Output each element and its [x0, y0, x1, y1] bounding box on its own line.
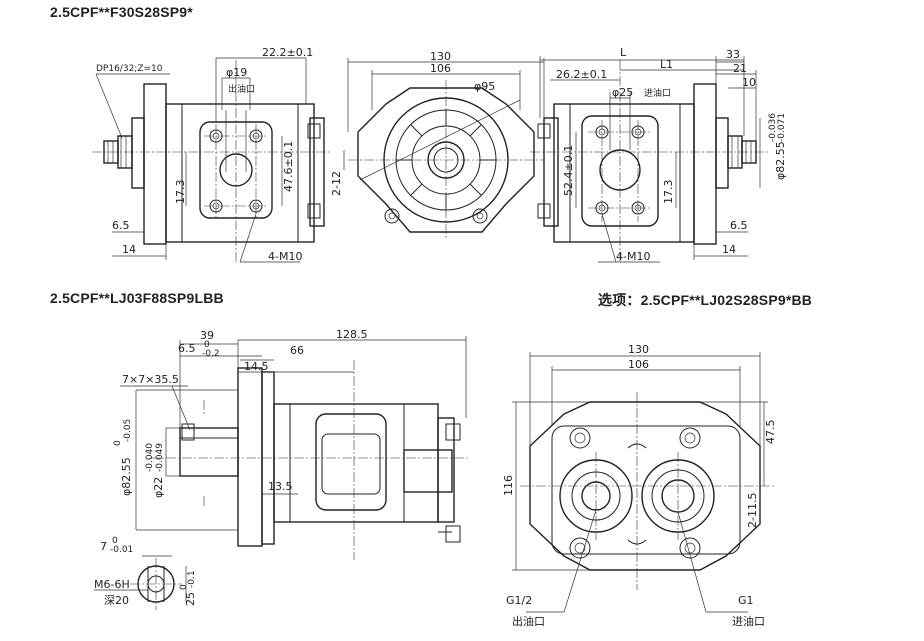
thread-label: M6-6H: [94, 578, 130, 591]
dim-47-5: 47.5: [764, 420, 777, 445]
dim-14-5: 14.5: [244, 360, 269, 373]
dim-14-right: 14: [722, 243, 736, 256]
dim-6-5-left: 6.5: [112, 219, 130, 232]
tol-bl-e: 0: [112, 536, 118, 546]
dim-47-6: 47.6±0.1: [282, 141, 295, 192]
tol-bl-b: -0.05: [123, 419, 133, 442]
outlet-label-top: 出油口: [228, 83, 255, 95]
dim-21: 21: [733, 62, 747, 75]
dim-7: 7: [100, 540, 107, 553]
dim-phi19: φ19: [226, 66, 247, 79]
key-label: 7×7×35.5: [122, 373, 179, 386]
bolts-left: 4-M10: [268, 250, 302, 263]
tol-bl-c: -0.040: [145, 443, 155, 472]
title-bottom-left: 2.5CPF**LJ03F88SP9LBB: [50, 290, 224, 306]
tol-bl-a: 0: [113, 440, 123, 446]
dim-22-2: 22.2±0.1: [262, 46, 313, 59]
dim-13-5: 13.5: [268, 480, 293, 493]
spline-label: DP16/32;Z=10: [96, 64, 163, 74]
dim-130-top: 130: [430, 50, 451, 63]
mounting-flange: [143, 83, 167, 245]
title-top: 2.5CPF**F30S28SP9*: [50, 4, 193, 20]
tol-bl-0: 0: [204, 340, 210, 350]
depth-label: 深20: [104, 594, 129, 607]
body-bl: [273, 403, 439, 523]
dim-39: 39: [200, 329, 214, 342]
dim-116: 116: [502, 475, 515, 496]
dim-14-left: 14: [122, 243, 136, 256]
top-front-view: 130 106 φ95 2-12: [330, 50, 545, 240]
dim-106-top: 106: [430, 62, 451, 75]
dim-25: 25: [184, 592, 197, 606]
dim-phi82-55-top: φ82.55: [774, 141, 787, 180]
dim-128-5: 128.5: [336, 328, 368, 341]
inlet-label-top: 进油口: [644, 87, 671, 99]
dim-phi82-55-bl: φ82.55: [120, 457, 133, 496]
rear-cover-bl: [437, 417, 455, 523]
dim-17-3-right: 17.3: [662, 180, 675, 205]
tol-bl-d: -0.049: [155, 443, 165, 472]
tol-top-2: -0.071: [777, 113, 787, 142]
dim-phi22: φ22: [152, 477, 165, 498]
dim-2-11-5: 2-11.5: [746, 493, 759, 528]
dim-66: 66: [290, 344, 304, 357]
port-g12: G1/2: [506, 594, 532, 607]
dim-phi25: φ25: [612, 86, 633, 99]
port-g1: G1: [738, 594, 754, 607]
bolts-right: 4-M10: [616, 250, 650, 263]
dim-L: L: [620, 46, 627, 59]
dim-130-br: 130: [628, 343, 649, 356]
dim-L1: L1: [660, 58, 673, 71]
outlet-label-br: 出油口: [512, 614, 545, 628]
inlet-label-br: 进油口: [732, 614, 765, 628]
dim-17-3-left: 17.3: [174, 180, 187, 205]
rear-cover: [309, 117, 325, 227]
rear-cover-r: [543, 117, 559, 227]
top-right-side-view: L L1 33 21 10 26.2±0.1 φ25 进油口 52.4±0.1 …: [530, 46, 787, 263]
dim-6-5-right: 6.5: [730, 219, 748, 232]
dim-10: 10: [742, 76, 756, 89]
dim-6-5-bl: 6.5: [178, 342, 196, 355]
mounting-flange-r: [693, 83, 717, 245]
dim-2-12-top: 2-12: [330, 171, 343, 196]
pump-body-r: [553, 103, 695, 243]
tol-top-1: -0.036: [768, 113, 778, 142]
tol-bl-g: 0: [179, 584, 189, 590]
tol-bl-m02: -0.2: [202, 349, 220, 359]
side-port-bl: [403, 449, 453, 493]
dim-33: 33: [726, 48, 740, 61]
keyed-shaft: [179, 427, 239, 477]
bottom-left-side-view: 39 128.5 6.5 0 -0.2 66 14.5 7×7×35.5 φ82…: [94, 328, 470, 610]
pilot: [131, 117, 145, 189]
dim-phi95: φ95: [474, 80, 495, 93]
dim-26-2: 26.2±0.1: [556, 68, 607, 81]
tol-bl-f: -0.01: [110, 545, 133, 555]
port-pad-bl: [315, 413, 387, 511]
tol-bl-h: -0.1: [187, 570, 197, 588]
bottom-right-rear-view: 130 106 116 47.5 2-11.5 G1/2 出油口 G1 进油口: [502, 343, 777, 628]
front-flange-outline: [357, 87, 535, 233]
top-left-side-view: DP16/32;Z=10 22.2±0.1 φ19 出油口 47.6±0.1 1…: [92, 46, 330, 263]
dim-106-br: 106: [628, 358, 649, 371]
pump-body: [165, 103, 315, 243]
flange-bl: [237, 367, 263, 547]
title-bottom-right: 选项：2.5CPF**LJ02S28SP9*BB: [598, 292, 813, 308]
dim-52-4: 52.4±0.1: [562, 145, 575, 196]
